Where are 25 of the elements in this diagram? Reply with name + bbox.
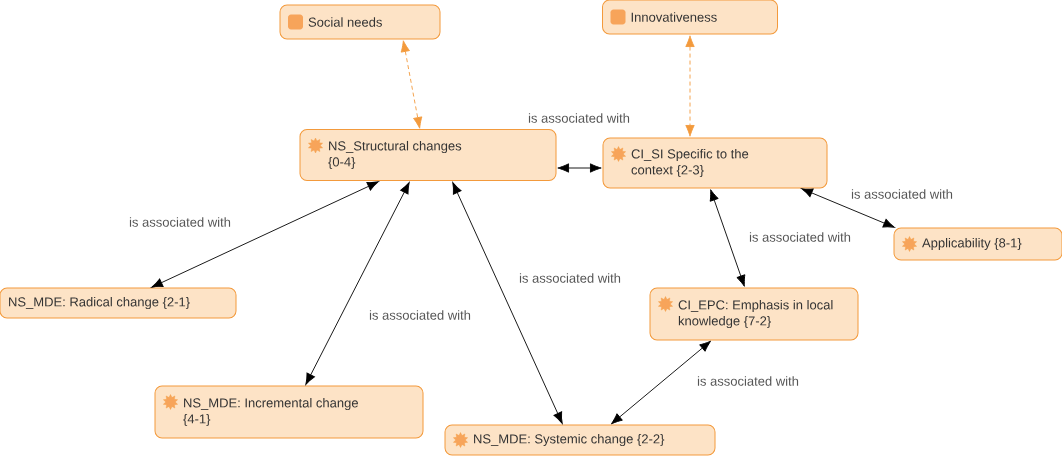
concept-box: CI_SI Specific to the context {2-3} [602, 137, 828, 189]
arrow [305, 182, 410, 385]
edge-label: is associated with [518, 272, 622, 284]
arrow [557, 163, 602, 173]
arrow [452, 182, 563, 424]
arrow [685, 35, 695, 137]
edge-label: is associated with [850, 188, 954, 200]
concept-box: NS_MDE: Incremental change {4-1} [154, 385, 424, 439]
arrow [151, 181, 379, 288]
edge-label: is associated with [128, 216, 232, 228]
concept-box: NS_MDE: Radical change {2-1} [0, 287, 237, 319]
edge-label: is associated with [368, 309, 472, 321]
concept-box: Innovativeness [602, 0, 778, 35]
edge-label: is associated with [696, 375, 800, 387]
concept-box: NS_Structural changes {0-4} [299, 129, 557, 181]
concept-box: Applicability {8-1} [893, 227, 1062, 261]
concept-box: Social needs [279, 4, 441, 40]
concept-box: NS_MDE: Systemic change {2-2} [444, 424, 716, 456]
arrow [709, 189, 746, 287]
arrow [801, 188, 895, 228]
edge-label: is associated with [527, 112, 631, 124]
concept-box: CI_EPC: Emphasis in local knowledge {7-2} [649, 287, 859, 341]
edge-label: is associated with [748, 231, 852, 243]
arrow [610, 340, 712, 425]
arrow [400, 40, 423, 129]
